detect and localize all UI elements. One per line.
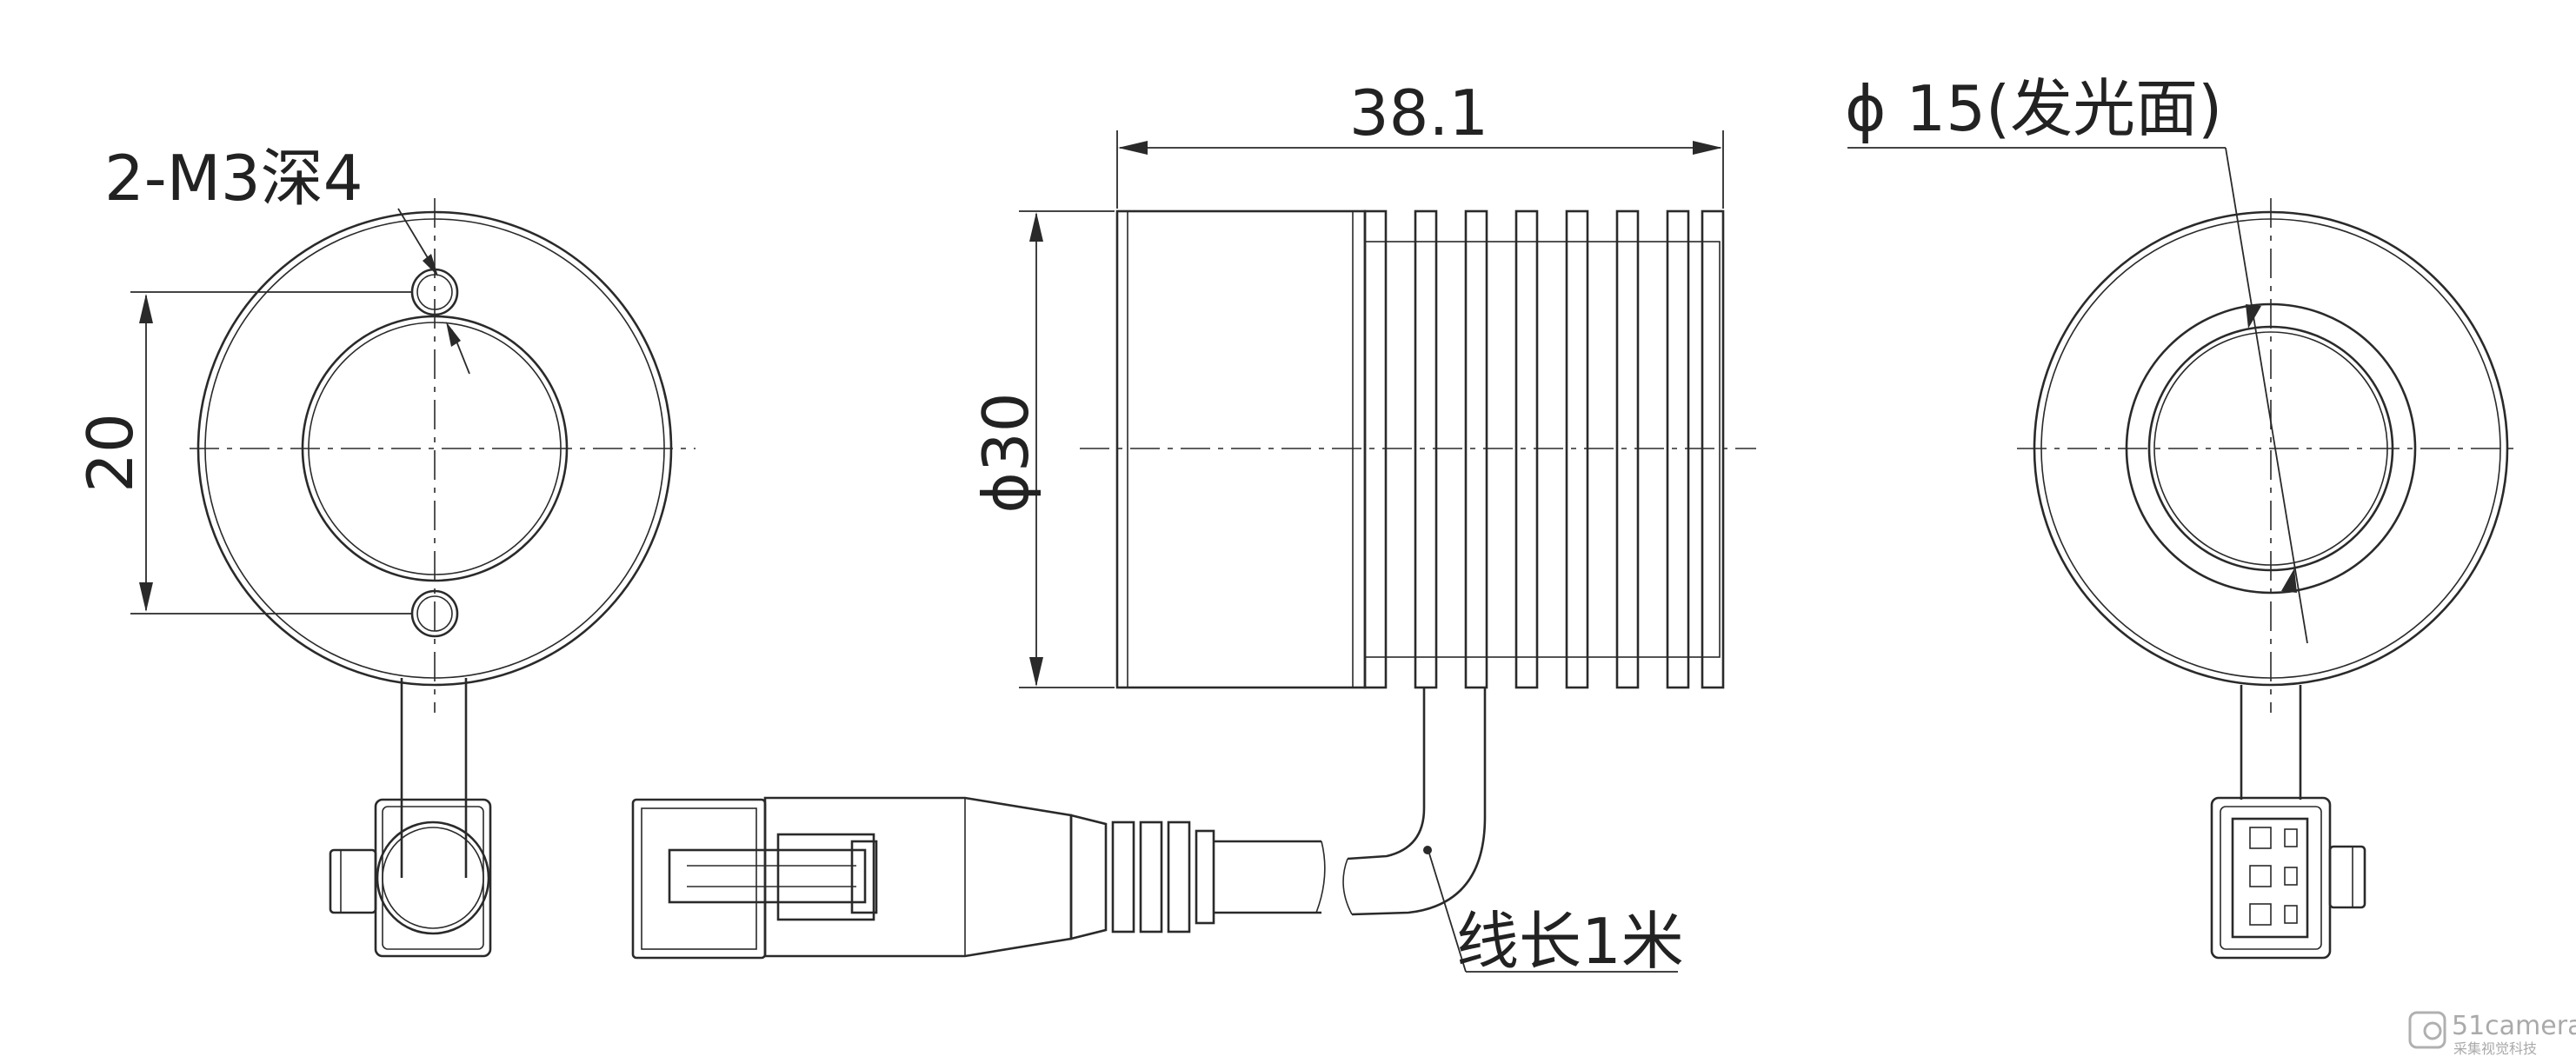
watermark-brand: 51camera (2452, 1011, 2576, 1041)
connector-side-view (631, 796, 1073, 960)
connector-end-view-left (329, 798, 492, 958)
cable-bend (1342, 688, 1487, 916)
watermark: 51camera 采集视觉科技 (2408, 1011, 2576, 1057)
watermark-sub: 采集视觉科技 (2453, 1040, 2537, 1057)
hole-spacing-label: 20 (74, 413, 147, 493)
dimension-length: 38.1 (1116, 76, 1724, 209)
thread-leader (397, 208, 470, 375)
connector-end-view-right (2210, 796, 2366, 960)
diameter-label: ϕ30 (969, 392, 1042, 513)
dimension-hole-spacing: 20 (74, 291, 412, 615)
front-view-left (190, 198, 696, 958)
cable-length-label: 线长1米 (1456, 905, 1684, 978)
dimension-emitting-diameter: ϕ 15(发光面) (1845, 72, 2308, 644)
emitting-diameter-label: ϕ 15(发光面) (1845, 72, 2222, 145)
dimension-diameter: ϕ30 (969, 210, 1115, 688)
cable-length-callout: 线长1米 (1428, 853, 1684, 978)
heat-sink-fins (1363, 209, 1725, 689)
front-view-right (2017, 198, 2521, 960)
cable-stem-right (2240, 685, 2302, 800)
side-view (631, 209, 1756, 960)
cable-straight (1213, 840, 1326, 914)
strain-relief (1069, 814, 1215, 940)
cable-stem-left (400, 678, 468, 878)
thread-note: 2-M3深4 (104, 142, 363, 215)
length-label: 38.1 (1349, 76, 1488, 149)
